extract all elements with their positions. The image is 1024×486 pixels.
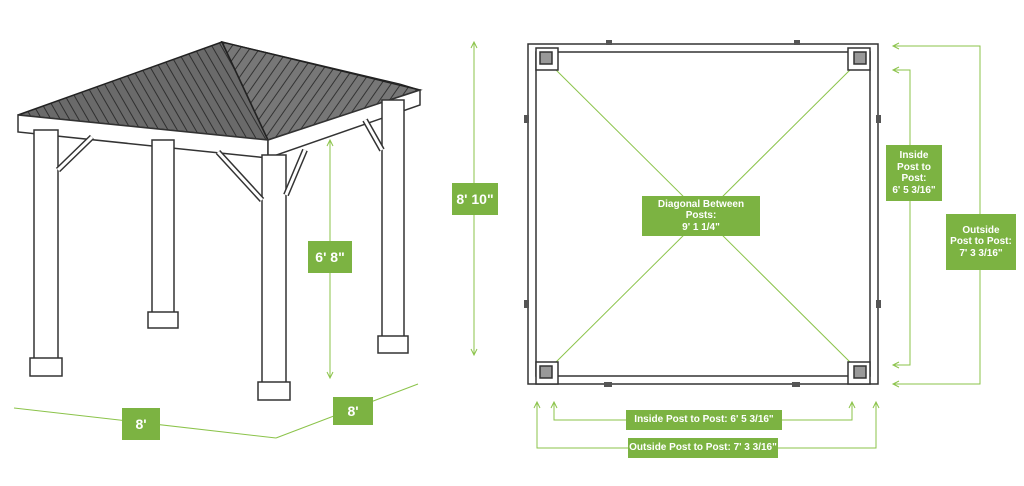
back-post-base (147, 311, 179, 329)
outside-right-line1: Outside (962, 224, 1000, 236)
brace-3-inner (284, 149, 307, 196)
total-height-label: 8' 10" (452, 183, 498, 215)
brace-4-inner (363, 119, 384, 151)
outside-bottom-label: Outside Post to Post: 7' 3 3/16" (628, 438, 778, 458)
brace-1-inner (56, 135, 94, 172)
total-height-text: 8' 10" (456, 190, 494, 207)
post-corner (261, 154, 287, 388)
diagonal-label: Diagonal Between Posts: 9' 1 1/4" (642, 196, 760, 236)
post-right (381, 99, 405, 341)
brace-2-inner (216, 150, 264, 202)
roof-back-face (221, 41, 421, 91)
plan-frame-inner (535, 51, 871, 377)
inside-bottom-label: Inside Post to Post: 6' 5 3/16" (626, 410, 782, 430)
outside-bottom-text: Outside Post to Post: 7' 3 3/16" (629, 442, 777, 454)
outside-right-label: Outside Post to Post: 7' 3 3/16" (946, 214, 1016, 270)
back-post (151, 139, 175, 316)
diagonal-label-line1: Diagonal Between Posts: (657, 198, 745, 222)
post-right-base (377, 335, 409, 354)
side-width-text: 8' (347, 402, 359, 419)
front-width-text: 8' (135, 415, 147, 432)
post-front-left (33, 129, 59, 363)
gazebo-perspective (17, 40, 423, 401)
frame-bolts (524, 40, 881, 387)
front-width-label: 8' (122, 408, 160, 440)
inside-right-line2: Post to Post: (897, 161, 931, 185)
inside-right-line3: 6' 5 3/16" (892, 184, 936, 196)
inside-right-line1: Inside (899, 150, 929, 161)
post-height-text: 6' 8" (315, 248, 345, 265)
diagonal-label-line2: 9' 1 1/4" (682, 221, 720, 233)
corner-brackets (535, 47, 871, 385)
outside-right-line2: Post to Post: (950, 236, 1012, 248)
post-corner-base (257, 381, 291, 401)
side-width-label: 8' (333, 397, 373, 425)
post-front-left-base (29, 357, 63, 377)
inside-bottom-text: Inside Post to Post: 6' 5 3/16" (634, 414, 774, 426)
inside-right-label: Inside Post to Post: 6' 5 3/16" (886, 145, 942, 201)
outside-right-line3: 7' 3 3/16" (959, 247, 1003, 259)
post-height-label: 6' 8" (308, 241, 352, 273)
